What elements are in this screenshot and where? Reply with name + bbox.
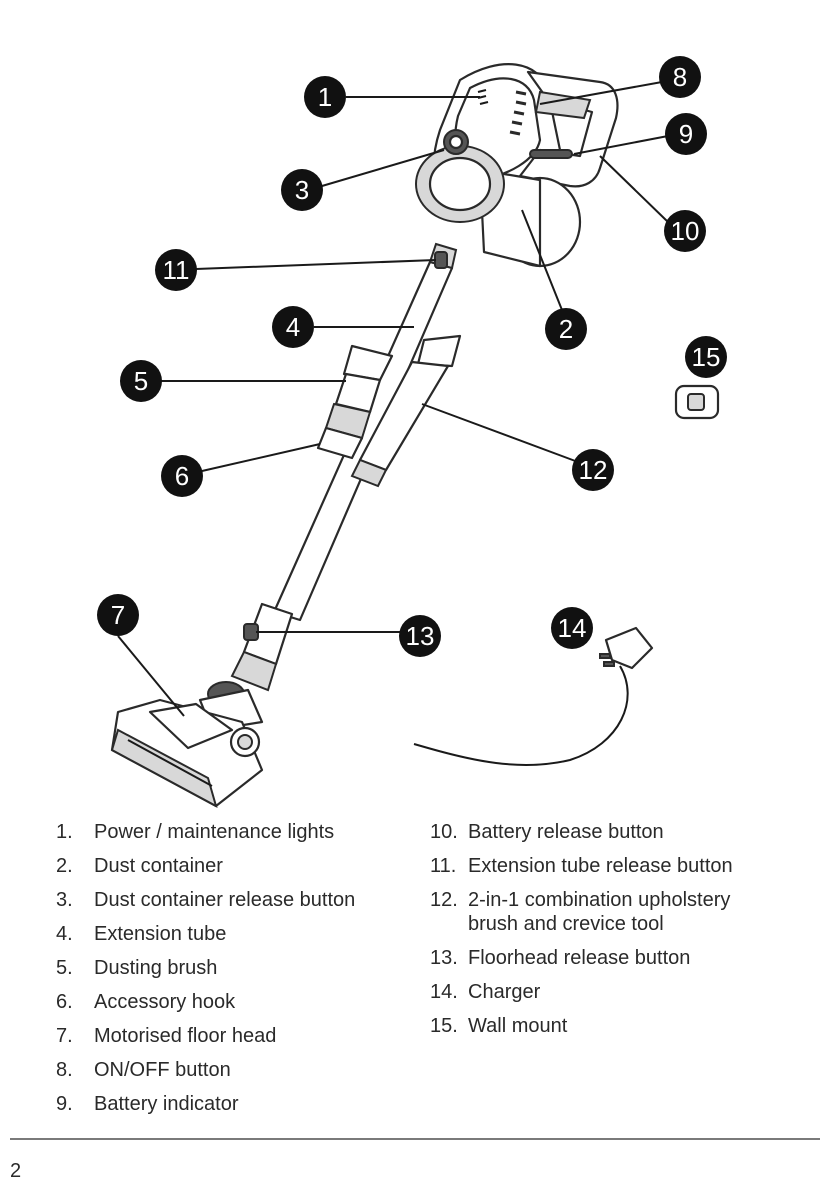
legend-number: 1.	[56, 821, 73, 843]
legend-item: 12. 2-in-1 combination upholstery brush a…	[430, 888, 770, 936]
callout-15-label: 15	[692, 342, 721, 372]
legend-number: 5.	[56, 957, 73, 979]
legend-item: 5. Dusting brush	[56, 956, 416, 980]
legend-left-column: 1. Power / maintenance lights 2. Dust cont…	[56, 820, 416, 1126]
legend-text: 2-in-1 combination upholstery brush and …	[468, 889, 731, 935]
callout-10: 10	[664, 210, 706, 252]
legend-number: 11.	[430, 855, 457, 877]
callout-5-label: 5	[134, 366, 148, 396]
callout-3: 3	[281, 169, 323, 211]
legend-text: Battery release button	[468, 821, 664, 843]
legend-text: Wall mount	[468, 1015, 568, 1037]
callout-2: 2	[545, 308, 587, 350]
legend-text: Charger	[468, 981, 541, 1003]
callout-4-label: 4	[286, 312, 300, 342]
callout-1: 1	[304, 76, 346, 118]
legend-text: Dust container release button	[94, 889, 356, 911]
legend-text: Dusting brush	[94, 957, 218, 979]
legend-item: 13. Floorhead release button	[430, 946, 770, 970]
callout-14: 14	[551, 607, 593, 649]
legend-text: Extension tube	[94, 923, 227, 945]
legend-number: 8.	[56, 1059, 73, 1081]
legend-number: 2.	[56, 855, 73, 877]
legend-number: 10.	[430, 821, 458, 843]
callout-6-label: 6	[175, 461, 189, 491]
legend-item: 6. Accessory hook	[56, 990, 416, 1014]
page-number: 2	[10, 1160, 22, 1182]
legend-item: 4. Extension tube	[56, 922, 416, 946]
callout-2-label: 2	[559, 314, 573, 344]
legend-text: ON/OFF button	[94, 1059, 231, 1081]
callout-6: 6	[161, 455, 203, 497]
legend-right-column: 10. Battery release button 11. Extension t…	[430, 820, 770, 1048]
legend-number: 14.	[430, 981, 458, 1003]
vacuum-illustration	[110, 63, 720, 809]
legend-number: 4.	[56, 923, 73, 945]
legend-text: Battery indicator	[94, 1093, 239, 1115]
legend-number: 12.	[430, 889, 458, 911]
legend-item: 7. Motorised floor head	[56, 1024, 416, 1048]
callout-12-label: 12	[579, 455, 608, 485]
vacuum-parts-diagram: 1 2 3 4 5 6 7 8 9 10 11 12 13 14 15	[97, 56, 727, 809]
callout-1-label: 1	[318, 82, 332, 112]
legend-item: 14. Charger	[430, 980, 770, 1004]
legend-text: Power / maintenance lights	[94, 821, 335, 843]
callout-13-label: 13	[406, 621, 435, 651]
legend-item: 8. ON/OFF button	[56, 1058, 416, 1082]
callout-9: 9	[665, 113, 707, 155]
callout-5: 5	[120, 360, 162, 402]
legend-text: Floorhead release button	[468, 947, 691, 969]
legend-item: 1. Power / maintenance lights	[56, 820, 416, 844]
footer-rule	[10, 1138, 820, 1140]
callout-7-label: 7	[111, 600, 125, 630]
legend-number: 6.	[56, 991, 73, 1013]
legend-number: 15.	[430, 1015, 458, 1037]
legend-text: Extension tube release button	[468, 855, 733, 877]
callout-8-label: 8	[673, 62, 687, 92]
callout-7: 7	[97, 594, 139, 636]
legend-number: 13.	[430, 947, 458, 969]
callout-12: 12	[572, 449, 614, 491]
callout-4: 4	[272, 306, 314, 348]
callout-15: 15	[685, 336, 727, 378]
callout-11: 11	[155, 249, 197, 291]
legend-item: 15. Wall mount	[430, 1014, 770, 1038]
callout-9-label: 9	[679, 119, 693, 149]
legend-item: 3. Dust container release button	[56, 888, 416, 912]
callout-13: 13	[399, 615, 441, 657]
legend-item: 2. Dust container	[56, 854, 416, 878]
leader-lines	[117, 81, 669, 717]
legend-item: 10. Battery release button	[430, 820, 770, 844]
legend-text: Motorised floor head	[94, 1025, 277, 1047]
legend-text: Dust container	[94, 855, 223, 877]
legend-text: Accessory hook	[94, 991, 236, 1013]
legend-number: 3.	[56, 889, 73, 911]
callout-3-label: 3	[295, 175, 309, 205]
callout-11-label: 11	[163, 255, 190, 285]
callout-14-label: 14	[558, 613, 587, 643]
legend-number: 7.	[56, 1025, 73, 1047]
legend-item: 9. Battery indicator	[56, 1092, 416, 1116]
legend-item: 11. Extension tube release button	[430, 854, 770, 878]
callout-10-label: 10	[671, 216, 700, 246]
callout-8: 8	[659, 56, 701, 98]
legend-number: 9.	[56, 1093, 73, 1115]
